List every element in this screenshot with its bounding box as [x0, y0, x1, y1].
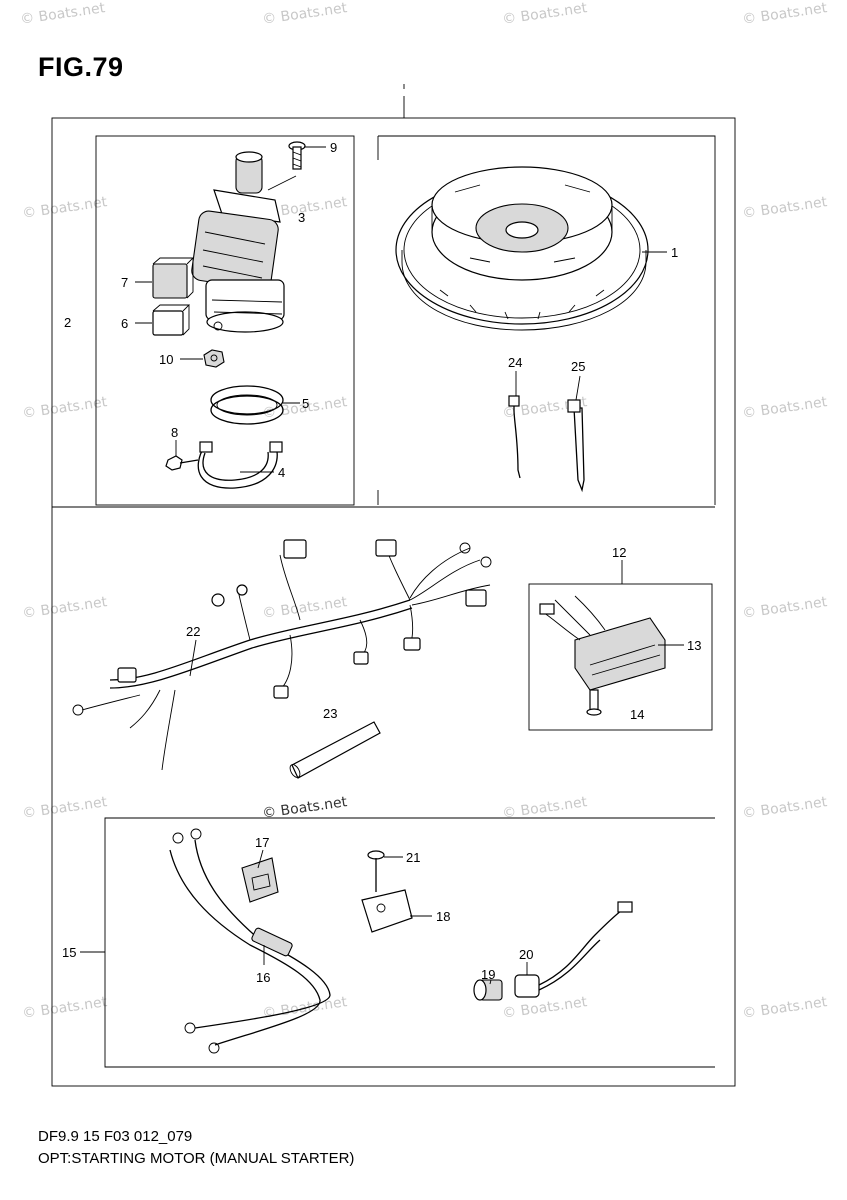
- relay-7: [152, 257, 195, 299]
- tube-23: [289, 721, 381, 779]
- regulator: [539, 595, 666, 691]
- lower-group-frame: [104, 817, 715, 1068]
- band-5: [210, 385, 284, 425]
- flywheel: [395, 166, 649, 331]
- starter-group-frame: [95, 135, 355, 506]
- callout-5: 5: [302, 396, 309, 411]
- leader-lines: [80, 146, 684, 985]
- callout-20: 20: [519, 947, 533, 962]
- callout-19: 19: [481, 967, 495, 982]
- callout-4: 4: [278, 465, 285, 480]
- relay-6: [152, 304, 191, 336]
- bolt-14: [586, 689, 602, 716]
- outer-frame: [51, 117, 736, 1087]
- flywheel-group-frame: [378, 135, 716, 505]
- callout-25: 25: [571, 359, 585, 374]
- callout-6: 6: [121, 316, 128, 331]
- bracket-4: [197, 441, 283, 489]
- bolt-8: [165, 455, 199, 471]
- callout-2: 2: [64, 315, 71, 330]
- cable-tie-24: [508, 395, 521, 479]
- callout-23: 23: [323, 706, 337, 721]
- callout-18: 18: [436, 909, 450, 924]
- callout-13: 13: [687, 638, 701, 653]
- callout-7: 7: [121, 275, 128, 290]
- nut-10: [203, 349, 225, 368]
- callout-21: 21: [406, 850, 420, 865]
- clip-17: [241, 857, 279, 903]
- callout-10: 10: [159, 352, 173, 367]
- bolt-9: [288, 141, 306, 170]
- callout-9: 9: [330, 140, 337, 155]
- callout-22: 22: [186, 624, 200, 639]
- callout-15: 15: [62, 945, 76, 960]
- figure-title: FIG.79: [38, 52, 124, 82]
- screw-21: [367, 850, 385, 892]
- callout-24: 24: [508, 355, 522, 370]
- callout-1: 1: [671, 245, 678, 260]
- holder-18: [361, 889, 413, 933]
- diagram-code: DF9.9 15 F03 012_079: [38, 1128, 193, 1145]
- callout-17: 17: [255, 835, 269, 850]
- diagram-description: OPT:STARTING MOTOR (MANUAL STARTER): [38, 1150, 355, 1167]
- cable-tie-25: [567, 399, 585, 493]
- starter-switch: [473, 901, 633, 1001]
- callout-12: 12: [612, 545, 626, 560]
- callout-14: 14: [630, 707, 644, 722]
- battery-cable: [169, 828, 331, 1054]
- starter-motor: [191, 151, 285, 333]
- wiring-harness: [72, 539, 492, 771]
- callout-16: 16: [256, 970, 270, 985]
- callout-3: 3: [298, 210, 305, 225]
- regulator-group-frame: [528, 583, 713, 731]
- callout-8: 8: [171, 425, 178, 440]
